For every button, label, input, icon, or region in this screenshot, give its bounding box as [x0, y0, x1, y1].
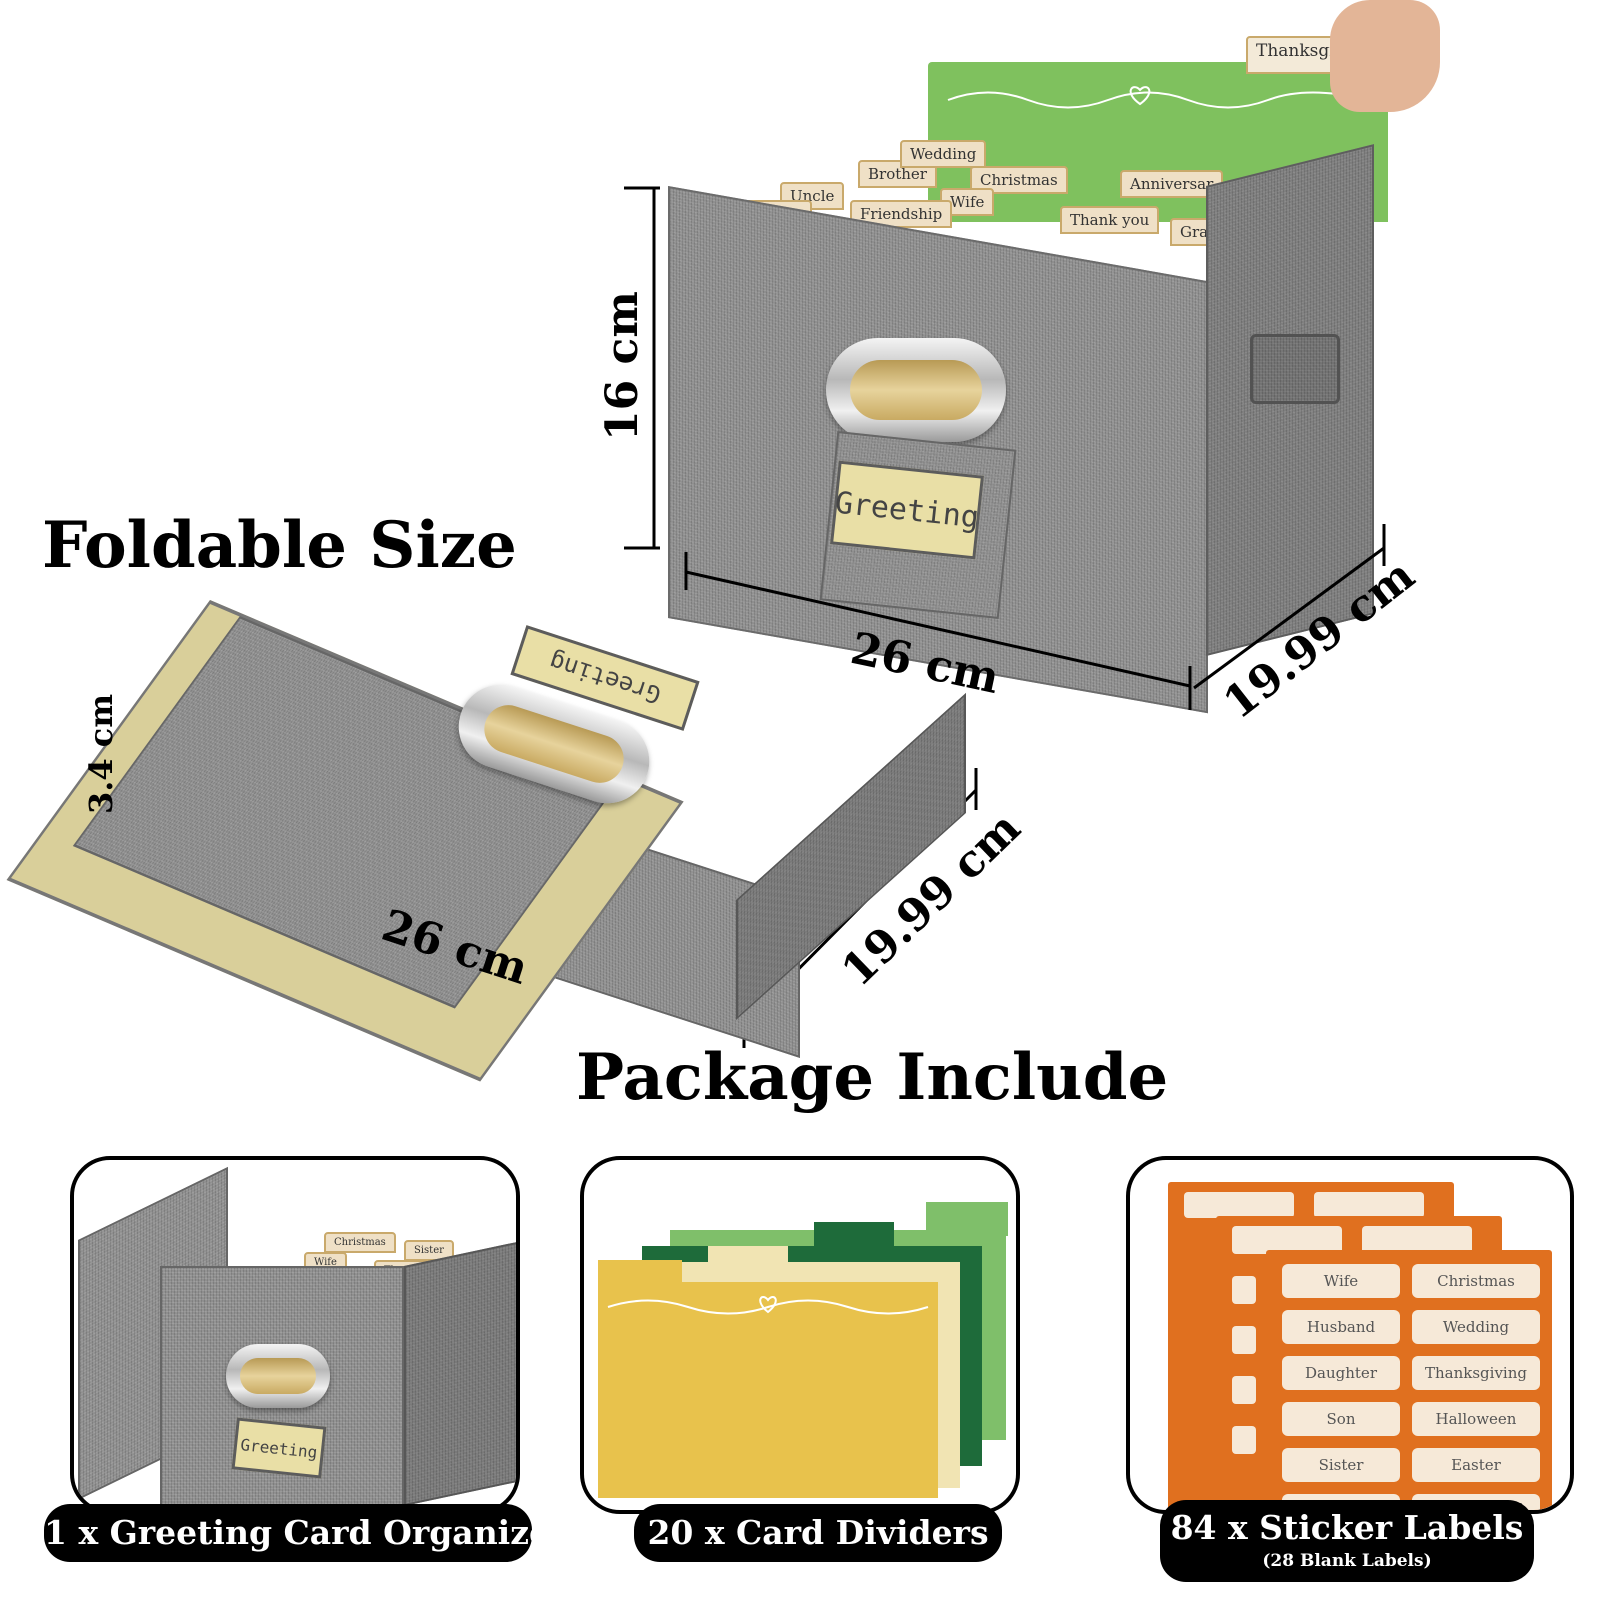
organizer-box-side	[404, 1241, 516, 1506]
sticker-label: Son	[1282, 1402, 1400, 1436]
organizer-tab: Christmas	[324, 1232, 396, 1253]
sticker-label: Halloween	[1412, 1402, 1540, 1436]
dividers-panel	[580, 1156, 1020, 1514]
sticker-label: Husband	[1282, 1310, 1400, 1344]
organizer-box-label: Greeting	[231, 1417, 327, 1479]
sticker-label: Thanksgiving	[1412, 1356, 1540, 1390]
sticker-label: Daughter	[1282, 1356, 1400, 1390]
sticker-label: Christmas	[1412, 1264, 1540, 1298]
sticker-label: Wife	[1282, 1264, 1400, 1298]
stickers-panel: Wife Husband Daughter Son Sister Brother…	[1126, 1156, 1574, 1514]
package-include-heading: Package Include	[576, 1040, 1169, 1115]
open-box-illustration: Thanksgiving Brother Christmas Uncle Wif…	[640, 0, 1600, 740]
stickers-caption-main: 84 x Sticker Labels	[1170, 1508, 1524, 1547]
divider-light-green-tab	[926, 1202, 1008, 1236]
metal-handle-icon	[826, 338, 1006, 442]
dividers-caption: 20 x Card Dividers	[634, 1504, 1002, 1562]
vine-decoration-icon	[947, 86, 1369, 109]
divider-tab: Christmas	[970, 166, 1068, 194]
organizer-panel: Christmas Sister Wife Thank you Greeting	[70, 1156, 520, 1514]
folded-height-label: 3.4 cm	[82, 693, 120, 814]
stickers-caption-sub: (28 Blank Labels)	[1262, 1551, 1432, 1571]
box-height-label: 16 cm	[597, 291, 648, 441]
divider-tab: Anniversar	[1120, 170, 1224, 198]
divider-tab: Wedding	[900, 140, 987, 168]
side-strap-handle-icon	[1250, 334, 1340, 404]
divider-cream-tab	[708, 1246, 788, 1268]
foldable-size-heading: Foldable Size	[42, 508, 517, 583]
divider-vine-icon	[607, 1295, 929, 1315]
sticker-label: Wedding	[1412, 1310, 1540, 1344]
organizer-caption: 1 x Greeting Card Organizer	[44, 1504, 567, 1562]
sticker-label: Sister	[1282, 1448, 1400, 1482]
divider-tab: Thank you	[1060, 206, 1160, 234]
divider-yellow	[598, 1282, 938, 1498]
sticker-label: Easter	[1412, 1448, 1540, 1482]
hand-illustration	[1330, 0, 1440, 112]
organizer-metal-handle-icon	[226, 1344, 330, 1408]
divider-dark-green-tab	[814, 1222, 894, 1252]
stickers-caption: 84 x Sticker Labels (28 Blank Labels)	[1160, 1500, 1534, 1582]
divider-yellow-tab	[598, 1260, 682, 1288]
